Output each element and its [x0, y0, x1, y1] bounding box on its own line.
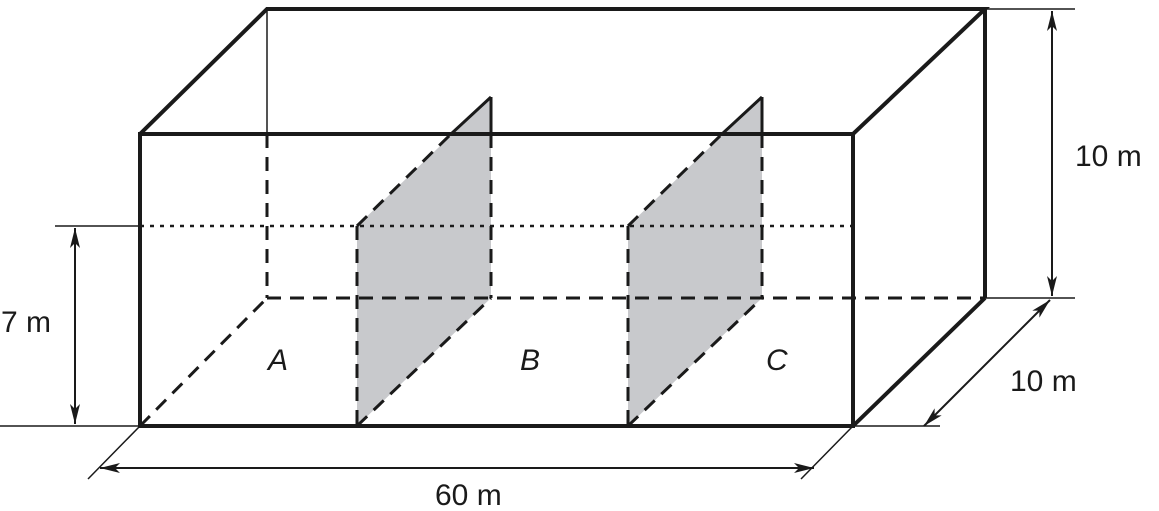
length-label: 60 m	[435, 479, 502, 511]
dimension-lines	[0, 8, 1075, 480]
height-label: 10 m	[1075, 140, 1142, 173]
section-a-label: A	[266, 344, 288, 377]
tank-edges	[138, 7, 991, 428]
depth-label: 10 m	[1010, 365, 1077, 398]
section-b-label: B	[520, 344, 540, 377]
water-depth-label: 7 m	[1, 306, 51, 339]
partition-2	[626, 95, 764, 428]
partition-1	[355, 95, 493, 428]
section-c-label: C	[766, 344, 788, 377]
hidden-edges	[138, 134, 985, 428]
